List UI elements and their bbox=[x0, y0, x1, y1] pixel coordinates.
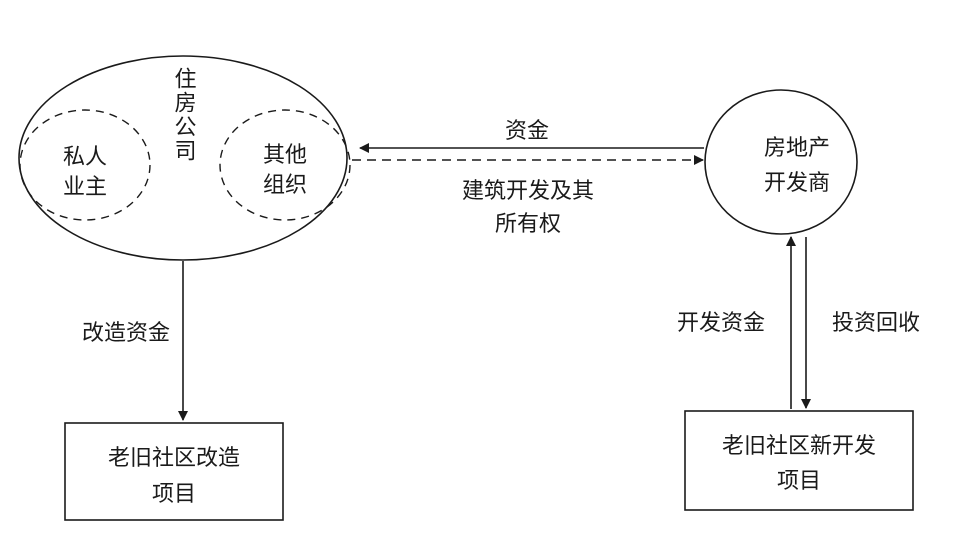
old-renovation-label-line1: 老旧社区改造 bbox=[108, 446, 240, 471]
developer-label-line1: 房地产 bbox=[764, 136, 830, 161]
old-new-dev-box bbox=[684, 410, 914, 511]
ownership-label-line2: 所有权 bbox=[495, 212, 561, 237]
developer-label-line2: 开发商 bbox=[764, 171, 830, 196]
other-org-label-line2: 组织 bbox=[263, 173, 307, 198]
renovation-funds-label: 改造资金 bbox=[82, 321, 170, 346]
private-owner-label-line2: 业主 bbox=[63, 175, 107, 200]
old-renovation-box bbox=[64, 422, 284, 521]
other-org-label-line1: 其他 bbox=[263, 143, 307, 168]
housing-company-label: 住房公司 bbox=[171, 67, 197, 163]
old-renovation-label-line2: 项目 bbox=[152, 482, 196, 507]
development-funds-label: 开发资金 bbox=[677, 311, 765, 336]
investment-return-label: 投资回收 bbox=[832, 311, 920, 336]
old-new-dev-label-line1: 老旧社区新开发 bbox=[722, 434, 876, 459]
housing-company-ellipse bbox=[18, 55, 348, 261]
ownership-label-line1: 建筑开发及其 bbox=[462, 179, 594, 204]
private-owner-label-line1: 私人 bbox=[63, 145, 107, 170]
private-owner-dashed-ellipse bbox=[19, 109, 151, 221]
developer-ellipse bbox=[704, 89, 858, 235]
other-org-dashed-ellipse bbox=[219, 109, 351, 221]
funds-label: 资金 bbox=[505, 119, 549, 144]
old-new-dev-label-line2: 项目 bbox=[777, 469, 821, 494]
